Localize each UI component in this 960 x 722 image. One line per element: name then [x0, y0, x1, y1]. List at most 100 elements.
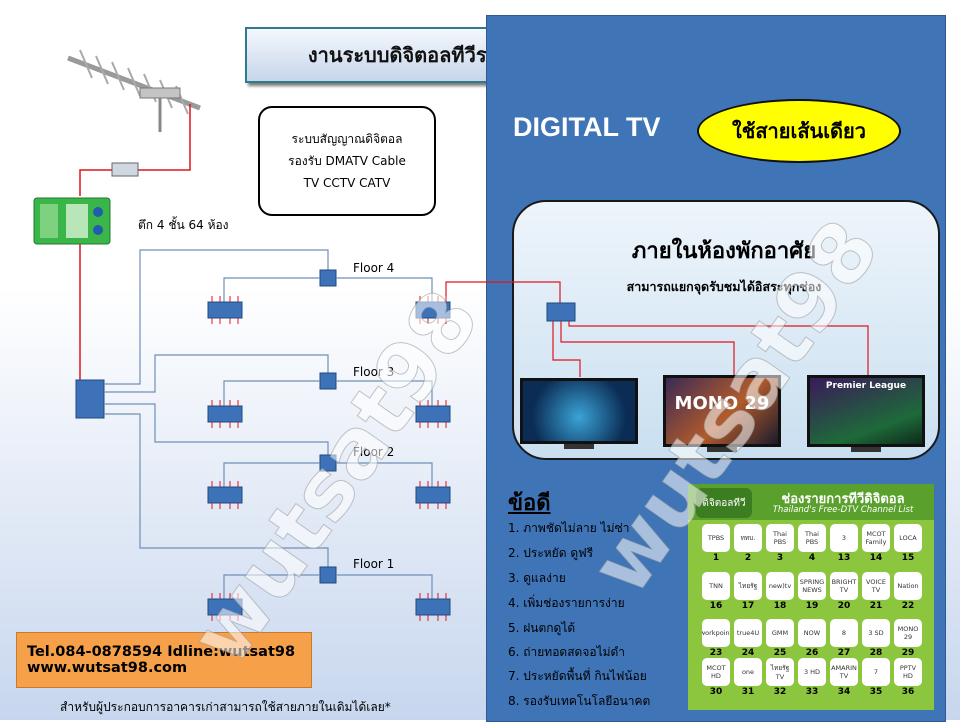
channel-number: 27 [837, 648, 851, 658]
advantage-item: 5. ฝนตกดูได้ [508, 621, 576, 635]
floor-4-network [207, 269, 451, 319]
advantage-item: 6. ถ่ายทอดสดจอไม่ดำ [508, 645, 626, 659]
channel-logo: one [734, 658, 762, 686]
channel-cell: workpoint23 [702, 619, 730, 661]
tv-screen-image [807, 375, 925, 447]
channel-number: 30 [709, 687, 723, 697]
tv-screen-image [520, 378, 638, 444]
channel-logo: Thai PBS [766, 524, 794, 552]
tv-screen-1 [520, 378, 638, 450]
building-label: ตึก 4 ชั้น 64 ห้อง [138, 218, 229, 232]
channel-list-subtitle: Thailand's Free-DTV Channel List [772, 505, 914, 515]
channel-number: 20 [837, 601, 851, 611]
contact-box: Tel.084-0878594 Idline:wutsat98 www.wuts… [16, 632, 312, 688]
room-splitter-icon [546, 302, 576, 322]
channel-logo: 3 SD [862, 619, 890, 647]
channel-logo: 7 [862, 658, 890, 686]
channel-number: 19 [805, 601, 819, 611]
tv-screen-3: Premier League [807, 375, 925, 455]
advantage-item: 2. ประหยัด ดูฟรี [508, 546, 594, 560]
channel-logo: 8 [830, 619, 858, 647]
channel-logo: 3 [830, 524, 858, 552]
contact-website[interactable]: www.wutsat98.com [27, 660, 188, 676]
channel-number: 3 [776, 553, 784, 563]
channel-number: 34 [837, 687, 851, 697]
channel-number: 35 [869, 687, 883, 697]
channel-number: 1 [712, 553, 720, 563]
note-line: TV CCTV CATV [303, 176, 391, 190]
channel-cell: ททบ.2 [734, 524, 762, 566]
tv-screen-2: MONO 29 [663, 375, 781, 455]
tv-caption: MONO 29 [674, 393, 770, 414]
channel-logo: ไทยรัฐ [734, 572, 762, 600]
floor-1-network [207, 566, 451, 616]
channel-number: 14 [869, 553, 883, 563]
channel-number: 2 [744, 553, 752, 563]
channel-logo: Nation [894, 572, 922, 600]
footer-note: สำหรับผู้ประกอบการอาคารเก่าสามารถใช้สายภ… [60, 700, 391, 714]
channel-logo: GMM [766, 619, 794, 647]
channel-number: 4 [808, 553, 816, 563]
system-note-box: ระบบสัญญาณดิจิตอล รองรับ DMATV Cable TV … [258, 106, 436, 216]
antenna-icon [67, 49, 201, 132]
channel-logo: true4U [734, 619, 762, 647]
channel-logo: Thai PBS [798, 524, 826, 552]
channel-number: 31 [741, 687, 755, 697]
channel-list-panel: ดิจิตอลทีวี ช่องรายการทีวีดิจิตอล Thaila… [688, 484, 934, 710]
floor-label-1: Floor 1 [353, 557, 395, 571]
channel-logo: MONO 29 [894, 619, 922, 647]
advantage-item: 8. รองรับเทคโนโลยีอนาคต [508, 694, 651, 708]
channel-list-title: ช่องรายการทีวีดิจิตอล [781, 492, 905, 507]
channel-number: 32 [773, 687, 787, 697]
amplifier-icon [33, 197, 111, 245]
channel-logo: new)tv [766, 572, 794, 600]
tv-caption: Premier League [825, 381, 907, 391]
advantage-item: 1. ภาพชัดไม่ลาย ไม่ซ่า [508, 521, 630, 535]
single-cable-highlight: ใช้สายเส้นเดียว [697, 99, 901, 163]
tv-stand [707, 447, 737, 452]
advantage-item: 3. ดูแลง่าย [508, 571, 566, 585]
channel-logo: NOW [798, 619, 826, 647]
inline-filter-icon [111, 162, 139, 177]
tv-screen-image [663, 375, 781, 447]
channel-number: 22 [901, 601, 915, 611]
tv-stand [851, 447, 881, 452]
digital-tv-heading: DIGITAL TV [513, 112, 661, 142]
channel-logo: BRIGHT TV [830, 572, 858, 600]
channel-logo: LOCA [894, 524, 922, 552]
channel-number: 21 [869, 601, 883, 611]
channel-logo: PPTV HD [894, 658, 922, 686]
channel-number: 33 [805, 687, 819, 697]
channel-number: 18 [773, 601, 787, 611]
tv-stand [564, 444, 594, 449]
channel-logo: ททบ. [734, 524, 762, 552]
advantage-item: 4. เพิ่มช่องรายการง่าย [508, 596, 625, 610]
channel-number: 15 [901, 553, 915, 563]
channel-number: 36 [901, 687, 915, 697]
channel-logo: 3 HD [798, 658, 826, 686]
channel-logo: MCOT Family [862, 524, 890, 552]
channel-logo: VOICE TV [862, 572, 890, 600]
advantages-heading: ข้อดี [508, 491, 551, 516]
